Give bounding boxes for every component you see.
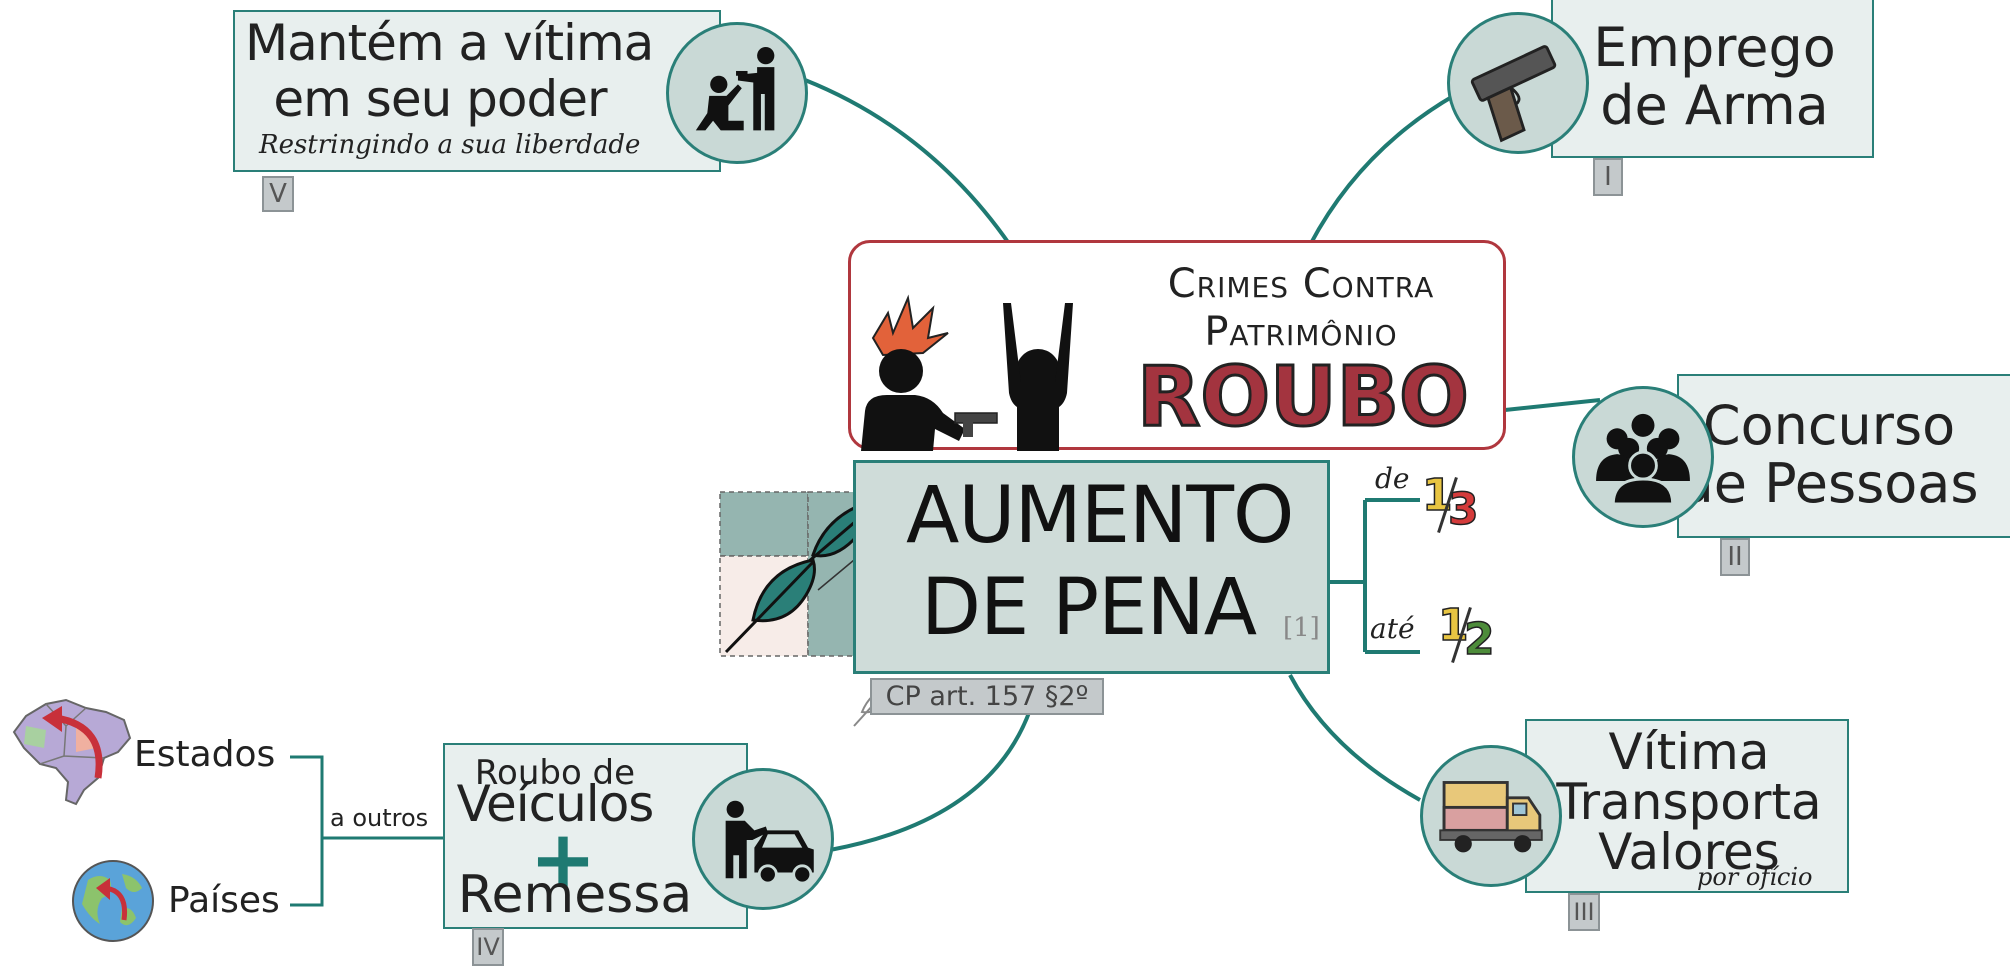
car-robbery-icon [692,768,834,910]
branch-ii-line2: de Pessoas [1679,452,1979,515]
aumento-line2: DE PENA [921,563,1257,653]
branch-i-card: Emprego de Arma [1551,0,1874,158]
fraction-de-label: de [1375,462,1410,495]
branch-i-roman-tag: I [1593,158,1623,196]
branch-v-note: Restringindo a sua liberdade [259,130,641,160]
branch-ii-roman-tag: II [1720,538,1750,576]
legal-reference-tag: CP art. 157 §2º [870,678,1104,715]
branch-iv-line1: Roubo de [474,753,636,793]
crime-heading-line2: Patrimônio [1204,309,1398,355]
robbery-scene-icon [861,294,1073,451]
fraction-ate-label: até [1370,612,1415,645]
fraction-one-third: 1 3 [1421,469,1482,548]
branch-v-line1: Mantém a vítima [245,14,654,72]
connector-branch-iv [829,709,1032,852]
connector-branch-iii [1288,674,1421,802]
connector-fraction-bracket [1330,498,1420,654]
aumento-de-pena-card: AUMENTO DE PENA [1] [853,460,1330,674]
branch-ii-line1: Concurso [1702,394,1956,457]
fraction-one-half: 1 2 [1437,599,1498,670]
fraction-max-denominator: 2 [1463,613,1495,666]
branch-v-card: Mantém a vítima em seu poder Restringind… [233,10,721,172]
branch-ii-card: Concurso de Pessoas [1677,374,2010,538]
brazil-map-icon [6,686,136,810]
branch-iii-line2: Transporta [1556,773,1822,831]
group-icon [1572,386,1714,528]
branch-iii-card: Vítima Transporta Valores por ofício [1525,719,1849,893]
pistol-icon [1447,12,1589,154]
crime-heading-line1: Crimes Contra [1167,261,1435,307]
branch-iii-note: por ofício [1697,863,1813,891]
connector-branch-ii [1504,398,1601,412]
remessa-connector-label: a outros [330,804,429,832]
connector-branch-v [804,78,1012,247]
branch-iv-plus: + [529,813,597,906]
branch-i-line2: de Arma [1600,74,1829,137]
connector-remessa-bracket [290,755,445,907]
branch-iv-line3: Remessa [457,865,693,925]
branch-iii-line3: Valores [1598,823,1780,881]
branch-iv-roman-tag: IV [472,928,504,966]
footnote-marker: [1] [1283,613,1320,643]
connector-branch-i [1308,93,1457,246]
hostage-icon [666,22,808,164]
branch-iv-line2: Veículos [456,775,655,833]
branch-v-line2: em seu poder [273,70,607,128]
branch-v-roman-tag: V [262,176,294,212]
crime-title-card: Crimes Contra Patrimônio ROUBO [848,240,1506,451]
crime-name: ROUBO [1136,350,1471,445]
fraction-min-denominator: 3 [1447,483,1479,536]
remessa-option-paises: Países [168,880,280,921]
aumento-line1: AUMENTO [906,471,1294,561]
branch-iii-roman-tag: III [1568,893,1600,931]
remessa-option-estados: Estados [134,734,276,775]
truck-icon [1420,745,1562,887]
branch-i-line1: Emprego [1593,16,1836,79]
globe-icon [70,858,156,944]
branch-iii-line1: Vítima [1608,723,1770,781]
